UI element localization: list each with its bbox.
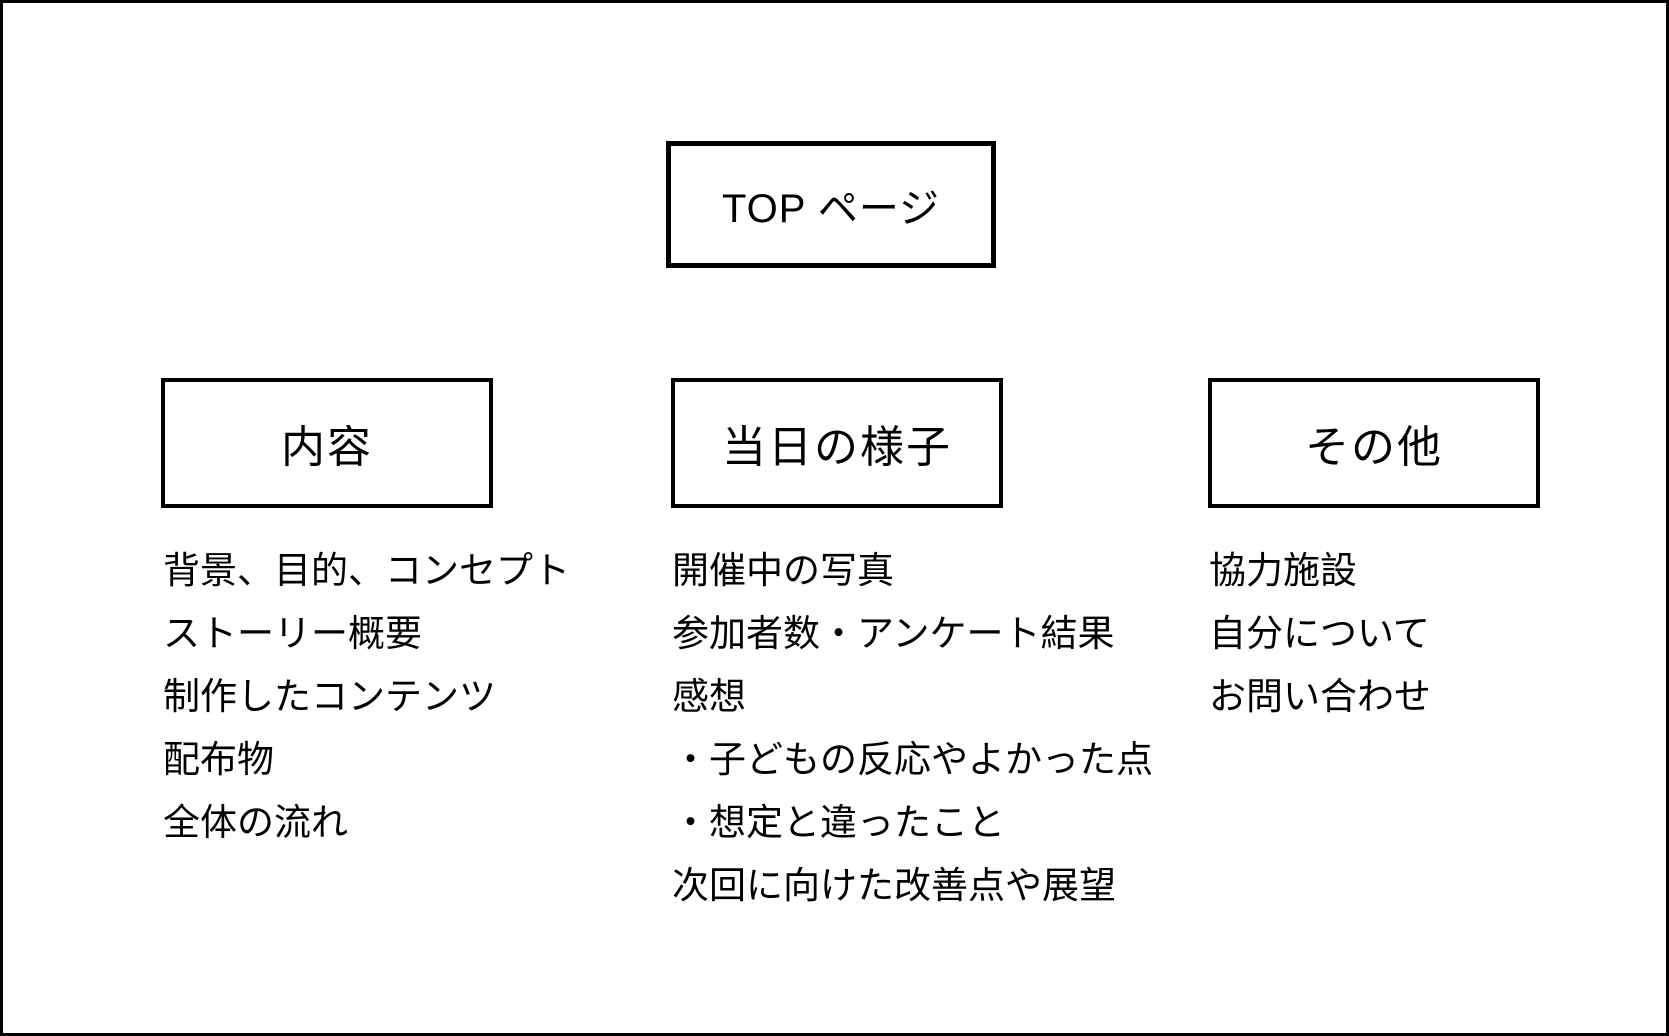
list-item: ストーリー概要 [163,613,422,654]
section-title: 当日の様子 [722,423,952,472]
list-item: 配布物 [163,739,274,780]
list-item: 次回に向けた改善点や展望 [672,865,1116,906]
section-box-other: その他 [1208,378,1540,508]
list-item: 全体の流れ [163,802,348,843]
list-item: 背景、目的、コンセプト [163,550,570,591]
top-page-box: TOP ページ [666,141,996,268]
list-item: お問い合わせ [1209,676,1431,717]
list-item: ・想定と違ったこと [672,802,1005,843]
list-item: 参加者数・アンケート結果 [672,613,1115,654]
section-box-content: 内容 [161,378,493,508]
other-item-list: 協力施設 自分について お問い合わせ [1209,539,1431,728]
section-title: 内容 [281,423,373,472]
list-item: 協力施設 [1209,550,1357,591]
list-item: 自分について [1209,613,1430,654]
list-item: 感想 [672,676,746,717]
section-box-event-day: 当日の様子 [671,378,1003,508]
section-title: その他 [1305,423,1443,472]
content-item-list: 背景、目的、コンセプト ストーリー概要 制作したコンテンツ 配布物 全体の流れ [163,539,570,854]
top-page-label: TOP ページ [721,186,941,231]
list-item: 開催中の写真 [672,550,894,591]
event-day-item-list: 開催中の写真 参加者数・アンケート結果 感想 ・子どもの反応やよかった点 ・想定… [672,539,1153,917]
list-item: ・子どもの反応やよかった点 [672,739,1153,780]
list-item: 制作したコンテンツ [163,676,496,717]
